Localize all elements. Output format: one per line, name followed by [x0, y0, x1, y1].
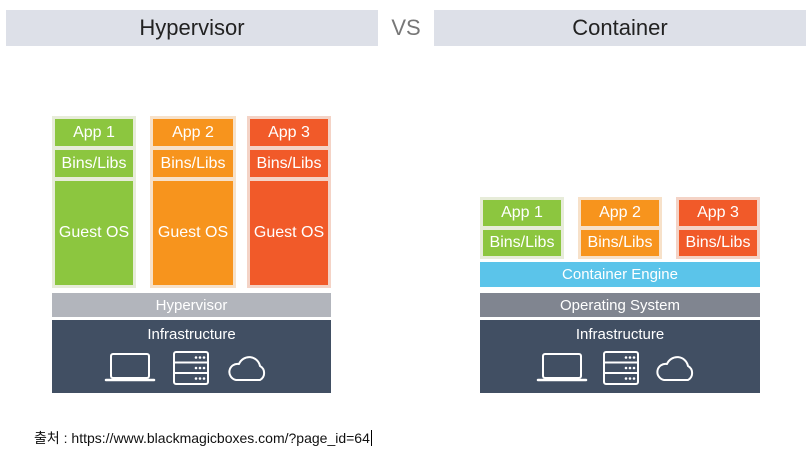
cloud-icon	[226, 355, 270, 383]
server-icon	[172, 350, 210, 386]
container-title-bar: Container	[434, 10, 806, 46]
server-icon	[602, 350, 640, 386]
vs-label: VS	[391, 15, 421, 40]
ct-bins-2: Bins/Libs	[578, 227, 662, 259]
hv-guest-os-3: Guest OS	[247, 178, 331, 288]
hv-bins-1: Bins/Libs	[52, 147, 136, 180]
hypervisor-layer: Hypervisor	[52, 293, 331, 317]
operating-system-layer: Operating System	[480, 293, 760, 317]
container-title: Container	[572, 15, 668, 40]
source-text: 출처 : https://www.blackmagicboxes.com/?pa…	[34, 430, 370, 446]
hv-app-1: App 1	[52, 116, 136, 149]
laptop-icon	[536, 352, 588, 384]
hv-guest-os-1: Guest OS	[52, 178, 136, 288]
hypervisor-title: Hypervisor	[139, 15, 245, 40]
ct-bins-1: Bins/Libs	[480, 227, 564, 259]
hv-app-3: App 3	[247, 116, 331, 149]
ct-app-3: App 3	[676, 197, 760, 229]
source-caption: 출처 : https://www.blackmagicboxes.com/?pa…	[34, 428, 372, 448]
ct-infrastructure: Infrastructure	[480, 320, 760, 393]
hv-infrastructure: Infrastructure	[52, 320, 331, 393]
hypervisor-title-bar: Hypervisor	[6, 10, 378, 46]
cloud-icon	[654, 355, 698, 383]
hv-app-2: App 2	[150, 116, 236, 149]
ct-bins-3: Bins/Libs	[676, 227, 760, 259]
hv-bins-3: Bins/Libs	[247, 147, 331, 180]
ct-app-2: App 2	[578, 197, 662, 229]
laptop-icon	[104, 352, 156, 384]
container-engine-layer: Container Engine	[480, 262, 760, 287]
hv-infrastructure-label: Infrastructure	[147, 326, 236, 343]
hv-guest-os-2: Guest OS	[150, 178, 236, 288]
ct-infrastructure-label: Infrastructure	[575, 326, 665, 343]
text-cursor	[370, 430, 372, 446]
hv-bins-2: Bins/Libs	[150, 147, 236, 180]
ct-app-1: App 1	[480, 197, 564, 229]
